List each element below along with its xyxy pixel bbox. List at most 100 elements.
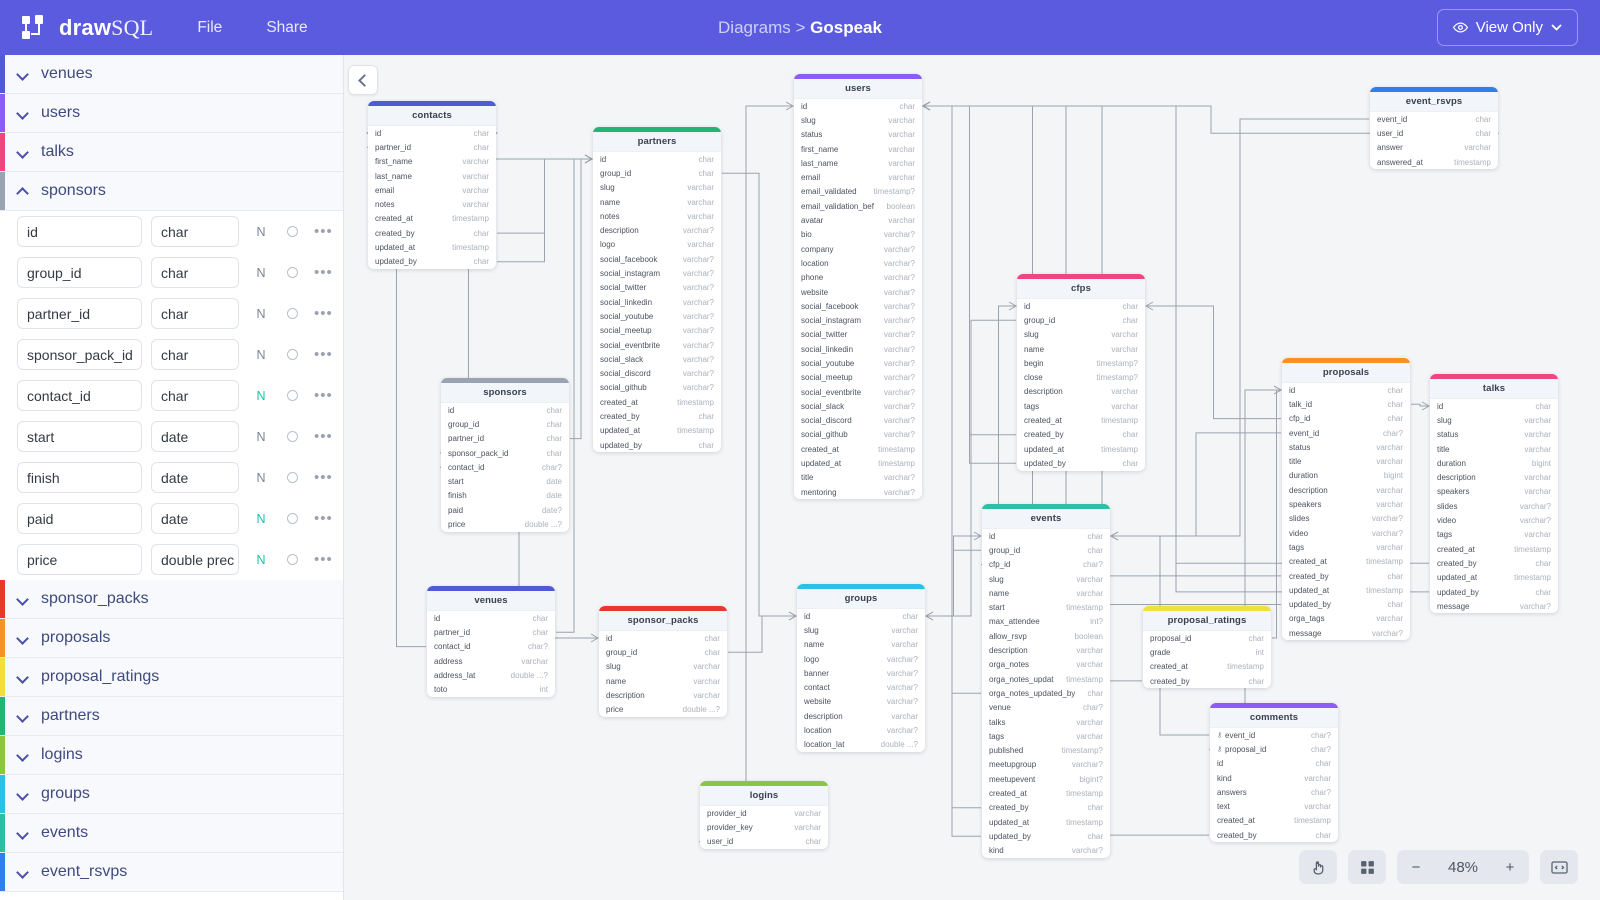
column-nullable-toggle[interactable]: N xyxy=(256,224,266,239)
sidebar-item-event_rsvps[interactable]: event_rsvps xyxy=(0,853,343,892)
column-options-button[interactable]: ••• xyxy=(314,510,333,527)
column-key-toggle[interactable] xyxy=(287,226,298,237)
column-options-button[interactable]: ••• xyxy=(314,428,333,445)
sidebar-item-sponsor_packs[interactable]: sponsor_packs xyxy=(0,580,343,619)
column-key-toggle[interactable] xyxy=(287,513,298,524)
column-nullable-toggle[interactable]: N xyxy=(256,511,266,526)
column-options-button[interactable]: ••• xyxy=(314,387,333,404)
canvas-toolbar[interactable]: − 48% + xyxy=(1299,850,1578,884)
column-nullable-toggle[interactable]: N xyxy=(256,347,266,362)
column-name-input[interactable]: group_id xyxy=(17,257,142,288)
column-name-input[interactable]: id xyxy=(17,216,142,247)
column-type-input[interactable]: char xyxy=(151,298,239,329)
column-nullable-toggle[interactable]: N xyxy=(256,470,266,485)
column-nullable-toggle[interactable]: N xyxy=(256,388,266,403)
column-nullable-toggle[interactable]: N xyxy=(256,429,266,444)
collapse-sidebar-button[interactable] xyxy=(348,65,378,95)
sidebar-item-partners[interactable]: partners xyxy=(0,697,343,736)
column-name-input[interactable]: paid xyxy=(17,503,142,534)
sidebar-item-logins[interactable]: logins xyxy=(0,736,343,775)
column-nullable-toggle[interactable]: N xyxy=(256,552,266,567)
